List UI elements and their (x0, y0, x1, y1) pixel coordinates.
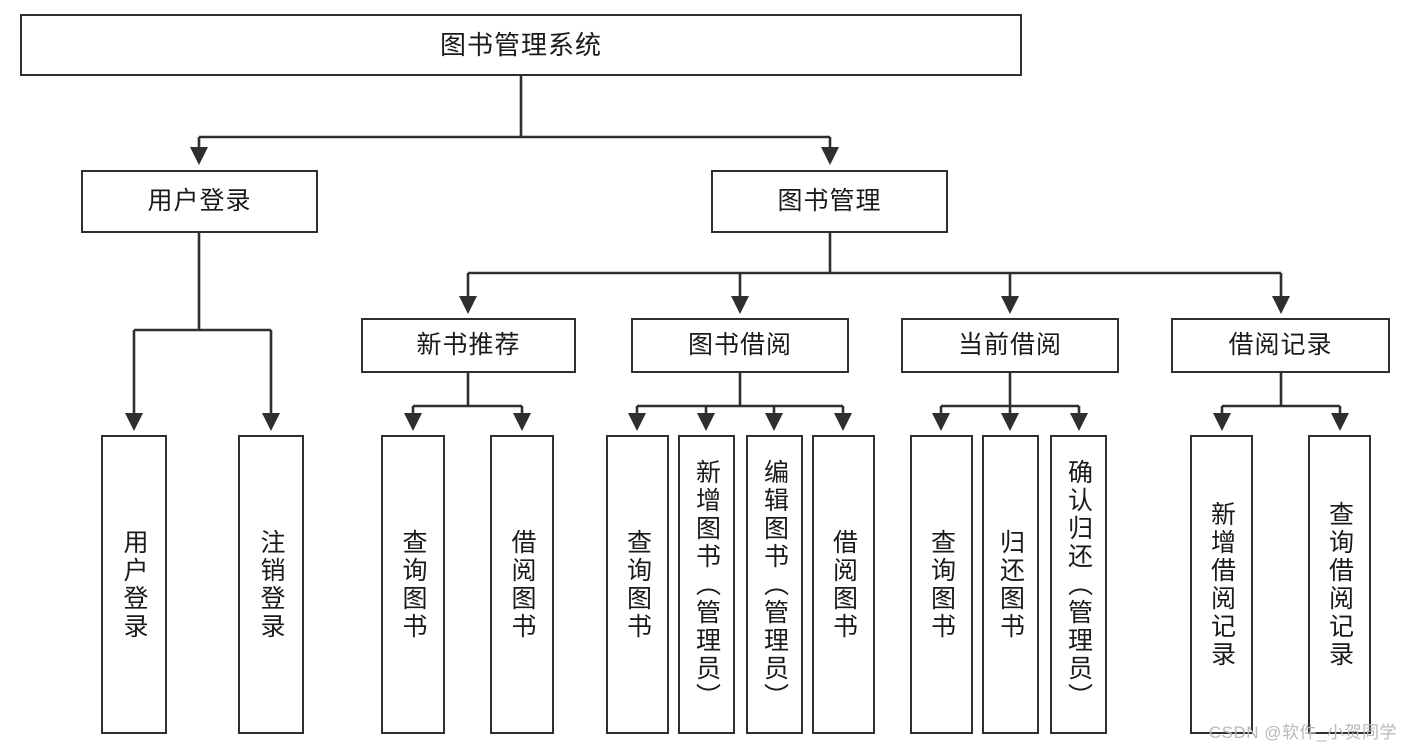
node-label: 注销登录 (257, 528, 285, 641)
node-leaf-bookborrow-add-book-admin[interactable]: 新增图书（管理员） (678, 435, 735, 734)
node-new-book-recommend[interactable]: 新书推荐 (361, 318, 576, 373)
node-label: 新增图书（管理员） (692, 458, 721, 711)
node-leaf-borrowrecord-add-record[interactable]: 新增借阅记录 (1190, 435, 1253, 734)
node-book-management[interactable]: 图书管理 (711, 170, 948, 233)
node-leaf-user-login-logout[interactable]: 注销登录 (238, 435, 304, 734)
node-label: 图书管理 (777, 186, 882, 215)
node-user-login[interactable]: 用户登录 (81, 170, 318, 233)
node-label: 新书推荐 (416, 330, 521, 359)
node-label: 新增借阅记录 (1207, 500, 1236, 669)
node-leaf-currentborrow-return-book[interactable]: 归还图书 (982, 435, 1039, 734)
node-leaf-bookborrow-edit-book-admin[interactable]: 编辑图书（管理员） (746, 435, 803, 734)
node-label: 归还图书 (996, 528, 1025, 641)
node-label: 用户登录 (147, 186, 252, 215)
node-label: 图书借阅 (687, 330, 792, 359)
node-label: 查询借阅记录 (1325, 500, 1354, 669)
node-current-borrow[interactable]: 当前借阅 (901, 318, 1119, 373)
node-leaf-bookborrow-query-book[interactable]: 查询图书 (606, 435, 669, 734)
node-label: 用户登录 (120, 528, 148, 641)
node-leaf-newbook-borrow-book[interactable]: 借阅图书 (490, 435, 554, 734)
node-label: 当前借阅 (957, 330, 1062, 359)
node-borrow-record[interactable]: 借阅记录 (1171, 318, 1390, 373)
csdn-watermark: CSDN @软件_小贺同学 (1208, 723, 1397, 742)
node-label: 查询图书 (927, 528, 956, 641)
node-leaf-currentborrow-query-book[interactable]: 查询图书 (910, 435, 973, 734)
node-label: 确认归还（管理员） (1064, 458, 1093, 711)
node-label: 查询图书 (623, 528, 652, 641)
node-leaf-user-login-login[interactable]: 用户登录 (101, 435, 167, 734)
node-leaf-currentborrow-confirm-return-admin[interactable]: 确认归还（管理员） (1050, 435, 1107, 734)
node-label: 编辑图书（管理员） (760, 458, 789, 711)
node-root-book-management-system[interactable]: 图书管理系统 (20, 14, 1022, 76)
node-label: 借阅图书 (508, 528, 536, 641)
node-label: 借阅图书 (829, 528, 858, 641)
node-label: 查询图书 (399, 528, 427, 641)
node-label: 图书管理系统 (439, 29, 602, 60)
node-leaf-newbook-query-book[interactable]: 查询图书 (381, 435, 445, 734)
node-book-borrow[interactable]: 图书借阅 (631, 318, 849, 373)
node-leaf-bookborrow-borrow-book[interactable]: 借阅图书 (812, 435, 875, 734)
node-leaf-borrowrecord-query-record[interactable]: 查询借阅记录 (1308, 435, 1371, 734)
node-label: 借阅记录 (1228, 330, 1333, 359)
